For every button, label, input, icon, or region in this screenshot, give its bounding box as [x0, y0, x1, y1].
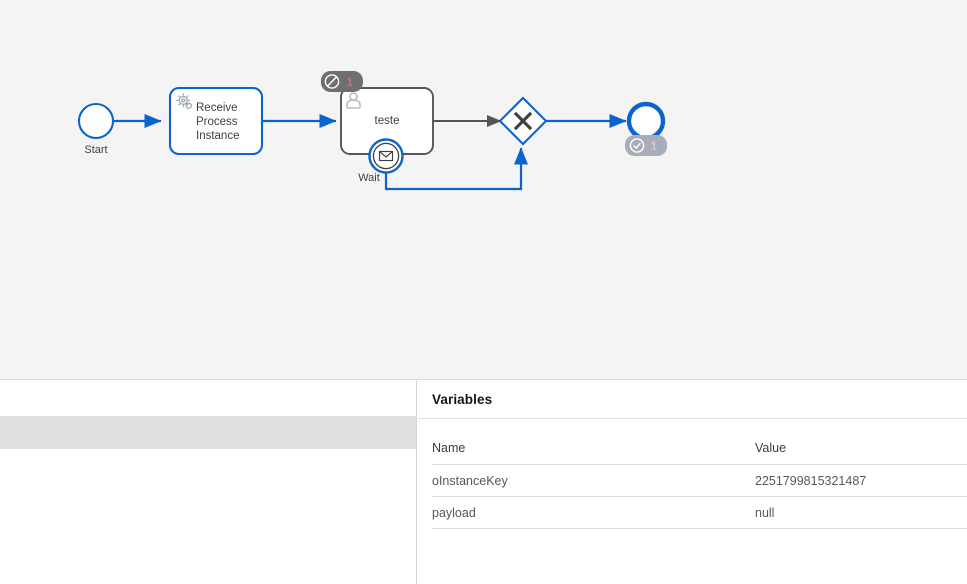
variables-panel: Variables Name Value oInstanceKey 225179… [418, 380, 967, 584]
badge-background [625, 135, 667, 156]
completed-icon [629, 138, 645, 153]
bottom-split-area: Variables Name Value oInstanceKey 225179… [0, 379, 967, 584]
bpmn-element-gateway[interactable] [498, 96, 548, 146]
variable-name: payload [432, 496, 755, 529]
variable-name: oInstanceKey [432, 464, 755, 497]
variable-value[interactable]: null [755, 496, 967, 529]
bpmn-element-receive-process-instance[interactable]: Receive Process Instance [168, 86, 264, 156]
table-row[interactable]: oInstanceKey 2251799815321487 [432, 464, 967, 497]
variables-panel-title: Variables [432, 391, 493, 407]
bpmn-diagram-canvas[interactable]: Start Receive Process Instance [0, 0, 967, 379]
bpmn-element-end-event[interactable] [626, 101, 666, 141]
boundary-event-inner-ring [372, 142, 400, 170]
bpmn-diagram-svg[interactable]: Start Receive Process Instance [0, 0, 967, 379]
table-row[interactable]: payload null [432, 496, 967, 529]
column-header-name: Name [432, 419, 755, 465]
flow-wait-to-gateway[interactable] [384, 147, 529, 191]
service-task-label-line-2: Process [196, 116, 238, 128]
service-task-label-line-3: Instance [196, 130, 239, 142]
gears-icon [176, 93, 192, 109]
bpmn-element-start-event[interactable]: Start [77, 102, 115, 156]
user-icon [346, 92, 361, 109]
variables-table: Name Value oInstanceKey 2251799815321487… [432, 419, 967, 529]
start-event-icon [77, 102, 115, 140]
badge-background [321, 71, 363, 92]
service-task-shape [168, 86, 264, 156]
start-event-label: Start [84, 144, 107, 156]
service-task-label-line-1: Receive [196, 102, 238, 114]
column-header-value: Value [755, 419, 967, 465]
instance-history-panel[interactable] [0, 380, 417, 584]
variables-table-header-row: Name Value [432, 419, 967, 465]
user-task-label: teste [375, 115, 400, 127]
boundary-event-label: Wait [358, 172, 380, 184]
envelope-icon [378, 150, 394, 162]
end-event-icon [626, 101, 666, 141]
canceled-badge-count: 1 [347, 77, 354, 89]
completed-badge-count: 1 [651, 141, 658, 153]
gateway-x-icon [513, 111, 533, 131]
selected-list-row[interactable] [0, 416, 416, 449]
bpmn-element-wait[interactable]: Wait [358, 138, 404, 185]
completed-badge[interactable]: 1 [625, 135, 667, 156]
canceled-icon [324, 74, 340, 89]
canceled-badge[interactable]: 1 [321, 71, 363, 92]
variables-panel-header: Variables [418, 380, 967, 419]
variable-value[interactable]: 2251799815321487 [755, 464, 967, 497]
